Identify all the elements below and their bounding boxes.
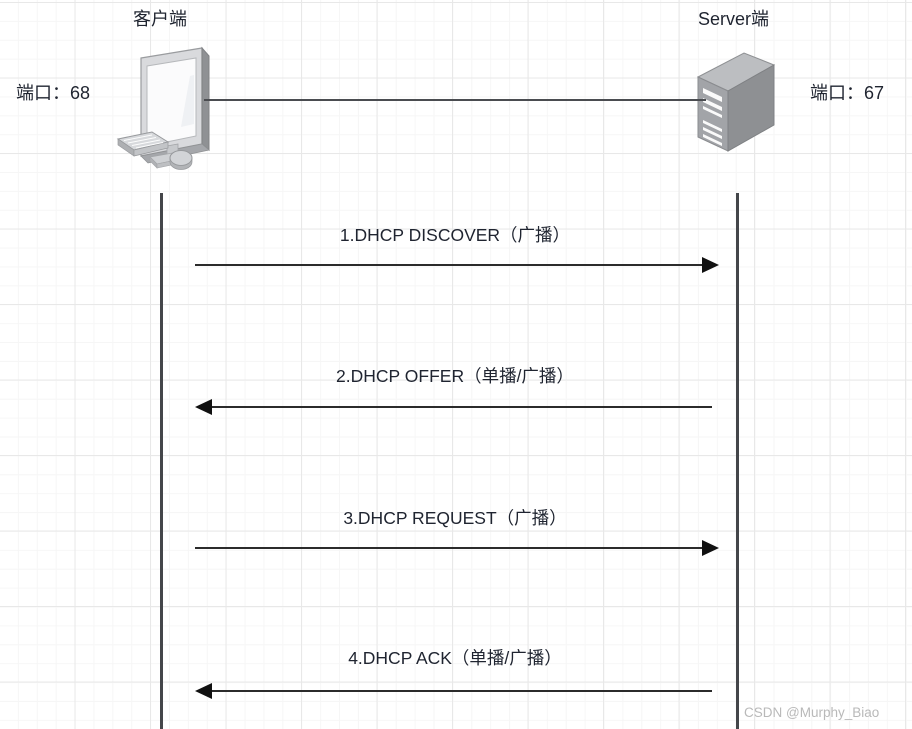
message-line-1: [195, 264, 703, 266]
message-line-2: [209, 406, 712, 408]
desktop-computer-icon: [112, 46, 217, 171]
message-label-2: 2.DHCP OFFER（单播/广播）: [336, 366, 574, 386]
arrow-left-icon-2: [195, 399, 212, 415]
arrow-right-icon-3: [702, 540, 719, 556]
network-cable-line: [204, 99, 706, 101]
arrow-right-icon-1: [702, 257, 719, 273]
client-port-label: 端口：68: [16, 83, 91, 103]
server-node-title: Server端: [698, 9, 770, 29]
message-line-3: [195, 547, 703, 549]
arrow-left-icon-4: [195, 683, 212, 699]
server-port-label: 端口：67: [810, 83, 885, 103]
client-node-title: 客户端: [133, 9, 187, 29]
server-tower-icon: [686, 47, 781, 157]
message-label-4: 4.DHCP ACK（单播/广播）: [348, 648, 562, 668]
server-lifeline: [736, 193, 739, 729]
message-line-4: [209, 690, 712, 692]
message-label-1: 1.DHCP DISCOVER（广播）: [339, 225, 571, 245]
watermark-text: CSDN @Murphy_Biao: [744, 705, 880, 720]
client-lifeline: [160, 193, 163, 729]
message-label-3: 3.DHCP REQUEST（广播）: [343, 508, 567, 528]
